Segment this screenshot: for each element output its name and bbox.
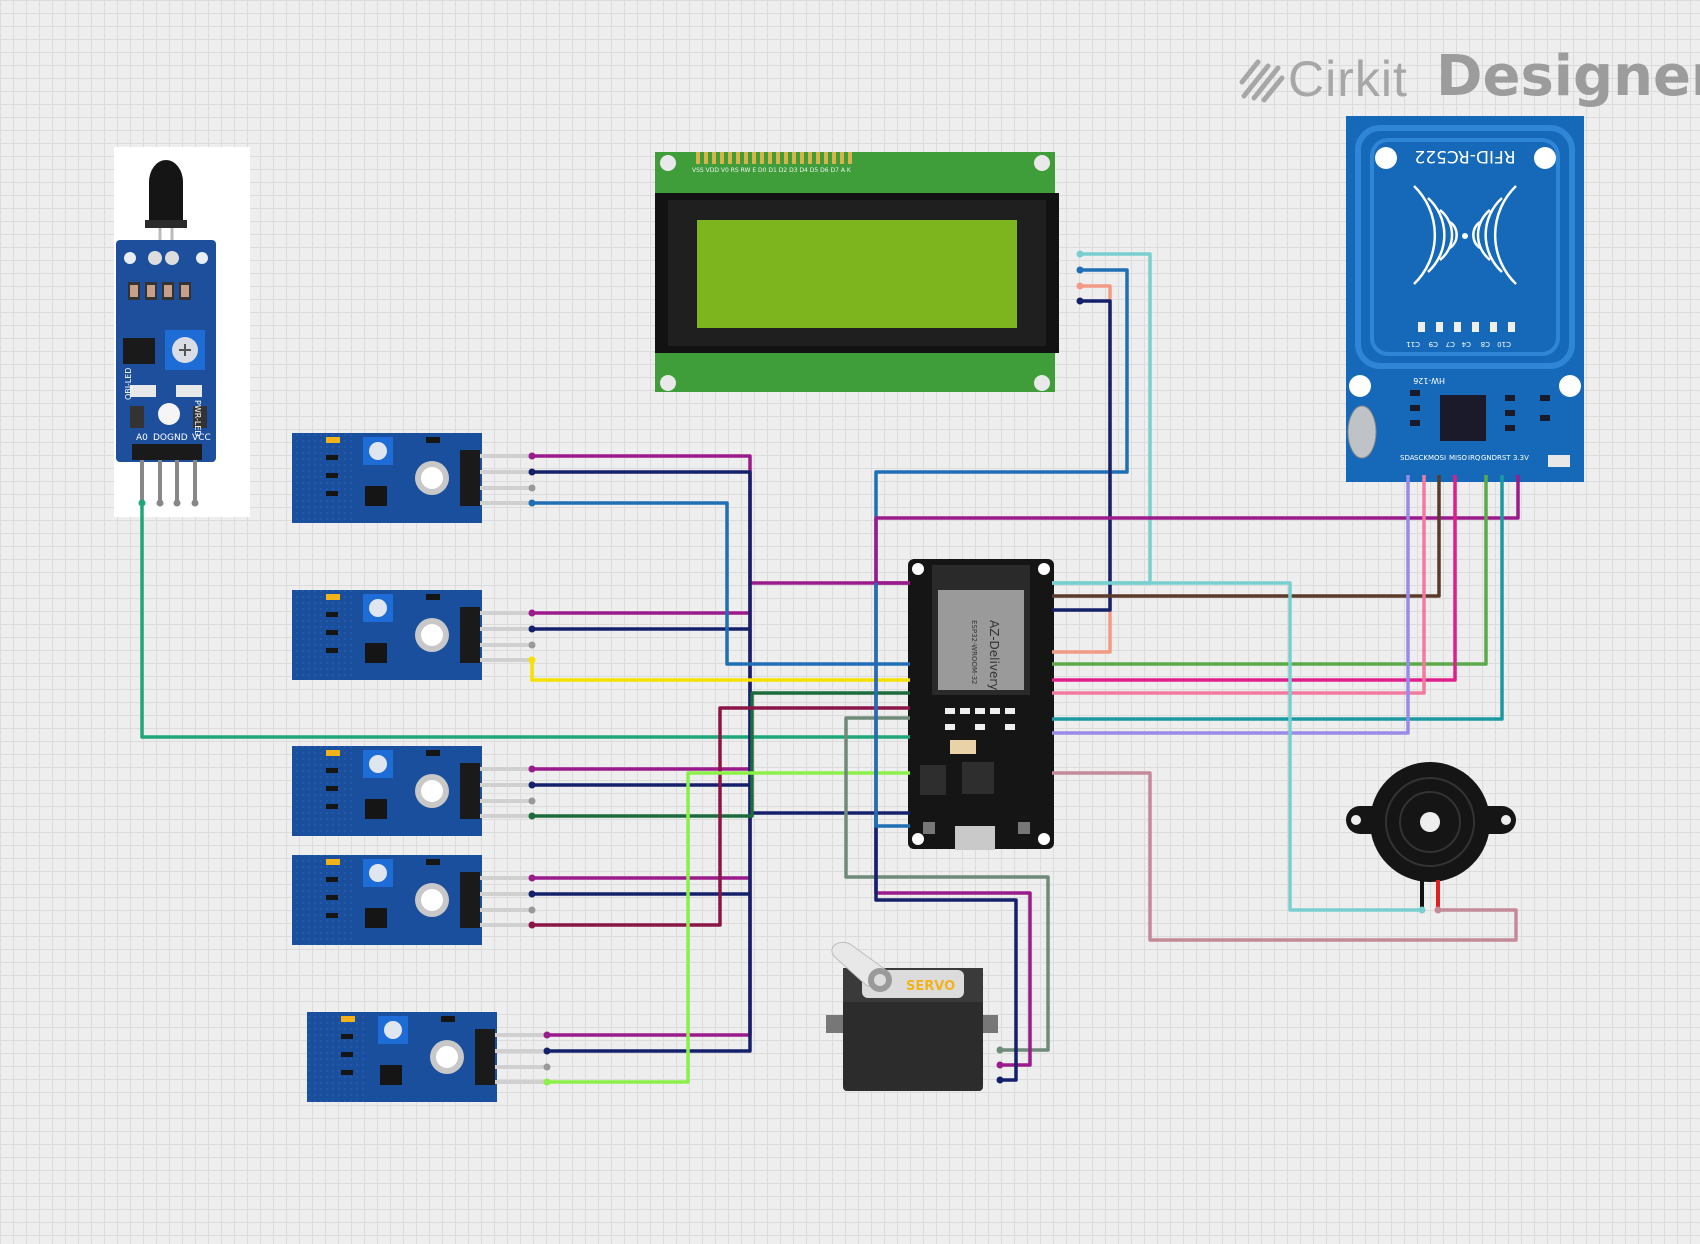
wire-rfid-gnd [1052,475,1488,666]
wire-servo-gnd [874,813,1018,1082]
rfid-pin-3v3: 3.3V [1513,454,1529,462]
cap-c4: C4 [1461,340,1471,348]
cap-c10: C10 [1497,340,1511,348]
esp32-vendor: AZ-Delivery [987,620,1001,690]
cap-c7: C7 [1446,340,1455,348]
cirkit-designer-logo: Cirkit Designer [1238,40,1700,110]
wire-sensor4-out [532,706,910,927]
rfid-title: RFID-RC522 [1414,146,1515,166]
wire-sensor3-out [532,691,910,818]
logo-text-designer: Designer [1436,44,1700,109]
rfid-pin-gnd: GND [1481,454,1497,462]
wire-sensor1-out [532,501,910,666]
pin-dots [138,250,1442,1086]
wire-rfid-miso [1052,475,1457,682]
flame-sensor[interactable]: PWR-LED OBJ-LED A0 DO GND VCC [114,147,250,517]
wire-rfid-rst [1052,475,1504,721]
pin-label-gnd: GND [167,433,188,443]
wire-flame-a0 [140,503,910,739]
rfid-pin-irq: IRQ [1468,454,1481,462]
sensor-module-5[interactable] [307,1012,547,1102]
wire-servo-signal [844,716,1050,1052]
pin-label-vcc: VCC [192,433,211,443]
pin-label-a0: A0 [136,433,148,443]
pin-label-do: DO [153,433,167,443]
esp32-module: ESP32-WROOM-32 [970,620,978,685]
wires [140,252,1520,1084]
lcd-pin-labels: VSS VDD V0 RS RW E D0 D1 D2 D3 D4 D5 D6 … [692,167,852,174]
buzzer[interactable] [1346,762,1516,910]
esp32-board[interactable]: AZ-Delivery ESP32-WROOM-32 [908,559,1054,850]
sensor-module-4[interactable] [292,855,532,945]
wire-rfid-sck [1052,475,1426,695]
lcd-screen [697,220,1017,328]
obj-led-label: OBJ-LED [124,368,133,400]
rfid-module[interactable]: RFID-RC522 C11 C9 C7 C4 C8 C10 HW-126 SD… [1346,116,1584,482]
cap-c8: C8 [1481,340,1490,348]
wire-rfid-mosi [1052,475,1441,598]
wire-lcd-sda [1052,252,1152,585]
rfid-pin-mosi: MOSI [1428,454,1446,462]
rfid-pin-sck: SCK [1414,454,1428,462]
wire-sensor5-out [547,771,910,1084]
lcd-display[interactable]: VSS VDD V0 RS RW E D0 D1 D2 D3 D4 D5 D6 … [655,152,1059,392]
wire-buzzer-pos [1052,771,1518,942]
sensor-module-1[interactable] [292,433,532,523]
rfid-pin-sda: SDA [1400,454,1415,462]
wire-rfid-sda [1052,475,1410,735]
wire-lcd-scl [874,268,1129,828]
rfid-board-label: HW-126 [1413,376,1445,385]
wire-buzzer-neg [1052,581,1422,912]
wire-gnd-rail [532,470,910,1053]
servo-motor[interactable]: SERVO [826,942,998,1091]
cap-c9: C9 [1429,340,1438,348]
sensor-module-2[interactable] [292,590,532,680]
cirkit-logo-icon [1239,59,1285,103]
rfid-pin-miso: MISO [1449,454,1468,462]
wire-sensor2-out [530,660,910,682]
cap-c11: C11 [1406,340,1420,348]
wire-servo-vcc [874,581,1032,1067]
wire-lcd-gnd [1052,299,1112,612]
rfid-pin-rst: RST [1497,454,1511,462]
sensor-module-3[interactable] [292,746,532,836]
logo-text-cirkit: Cirkit [1288,51,1408,107]
wire-rfid-3v3 [874,475,1520,583]
servo-label: SERVO [906,979,955,994]
pwr-led-label: PWR-LED [193,400,202,437]
